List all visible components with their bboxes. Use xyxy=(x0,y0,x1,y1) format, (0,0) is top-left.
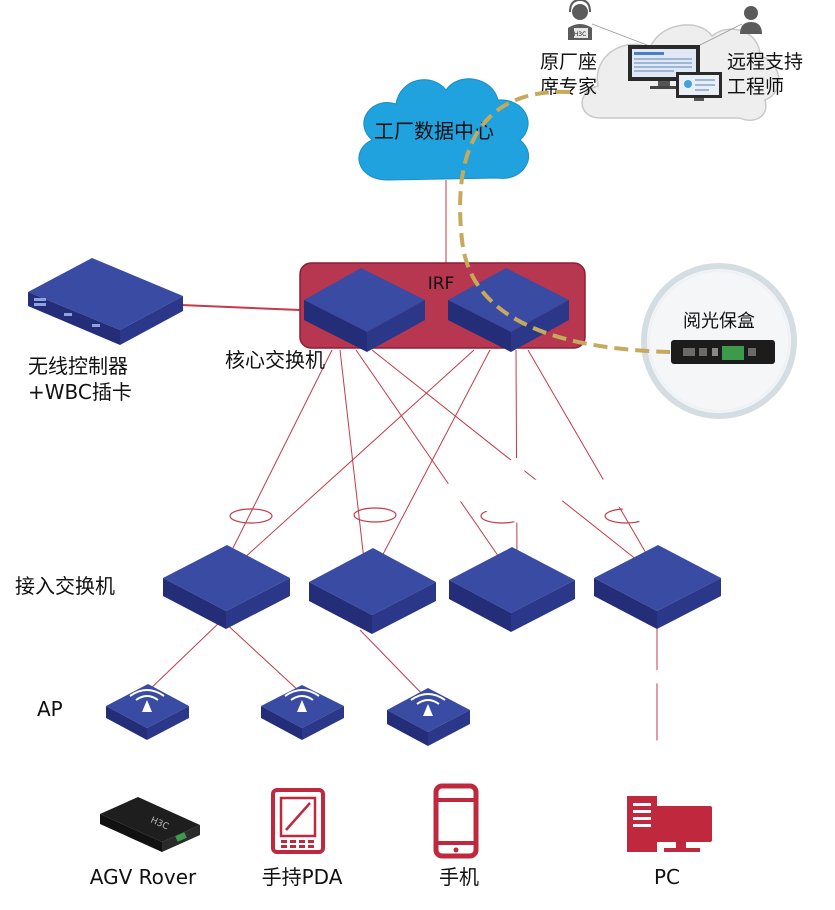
remote-engineer-label-line2: 工程师 xyxy=(727,76,784,98)
remote-expert-label-line2: 席专家 xyxy=(540,76,597,98)
rack-controller-icon xyxy=(34,298,100,327)
pda-tablet-icon[interactable] xyxy=(271,788,325,854)
core-switch-1[interactable] xyxy=(304,268,835,631)
ap-label: AP xyxy=(37,697,63,721)
access-switch-label: 接入交换机 xyxy=(15,574,115,598)
monitor-icon xyxy=(628,45,700,89)
link-access-ap xyxy=(146,619,223,693)
mobile-phone-icon[interactable] xyxy=(433,783,479,859)
pc-label: PC xyxy=(654,865,680,889)
link-access-ap xyxy=(221,619,301,693)
ap-3[interactable] xyxy=(387,688,470,746)
wireless-controller-label-line2: +WBC插卡 xyxy=(28,380,132,404)
link-core-access xyxy=(241,349,475,561)
datacenter-cloud-shape xyxy=(358,78,530,181)
agv-rover-label: AGV Rover xyxy=(90,865,197,889)
yueguang-box[interactable]: 阅光保盒 xyxy=(641,263,797,419)
access-switch-1[interactable] xyxy=(163,545,828,906)
core-switch-label: 核心交换机 xyxy=(225,348,325,372)
h3c-badge-text: H3C xyxy=(574,31,587,38)
link-aggregation-rings xyxy=(229,507,648,524)
ap-2[interactable] xyxy=(261,685,344,740)
monitor-icon xyxy=(676,72,722,101)
wifi-ap-icon xyxy=(284,689,320,712)
link-core-access xyxy=(226,349,333,561)
phone-label: 手机 xyxy=(439,865,479,889)
lag-ring xyxy=(353,507,397,523)
link-access-ap xyxy=(359,629,429,701)
person-icon xyxy=(740,6,762,34)
wireless-controller[interactable]: 无线控制器 +WBC插卡 xyxy=(28,258,183,404)
remote-expert-label-line1: 原厂座 xyxy=(540,51,597,73)
link-core-access xyxy=(339,349,365,561)
link-core-access xyxy=(371,349,638,561)
yueguang-label: 阅光保盒 xyxy=(683,311,755,332)
link-core-access xyxy=(527,349,651,561)
factory-datacenter-cloud: 工厂数据中心 xyxy=(358,78,530,181)
gateway-box-icon xyxy=(671,340,775,364)
headset-person-icon xyxy=(568,0,592,40)
agv-rover-device-icon[interactable]: H3C xyxy=(100,797,200,852)
pda-label: 手持PDA xyxy=(262,865,343,889)
remote-support-cloud: H3C 原厂座 席专家 xyxy=(540,0,803,121)
ap-1[interactable] xyxy=(106,684,189,740)
access-switch-3[interactable] xyxy=(449,547,835,906)
wifi-ap-icon xyxy=(410,693,446,716)
link-core-access xyxy=(515,349,518,561)
access-switch-4[interactable] xyxy=(594,545,835,906)
lag-ring xyxy=(229,508,273,524)
link-core-access xyxy=(355,349,502,561)
link-core-access xyxy=(379,349,491,561)
wifi-ap-icon xyxy=(129,689,165,712)
irf-label: IRF xyxy=(428,274,455,294)
remote-dashed-link xyxy=(458,89,671,354)
link-controller-core xyxy=(180,304,301,311)
access-switch-2[interactable] xyxy=(309,548,835,906)
remote-engineer-label-line1: 远程支持 xyxy=(727,51,803,73)
desktop-pc-icon[interactable] xyxy=(627,796,712,852)
wireless-controller-label-line1: 无线控制器 xyxy=(28,354,128,378)
